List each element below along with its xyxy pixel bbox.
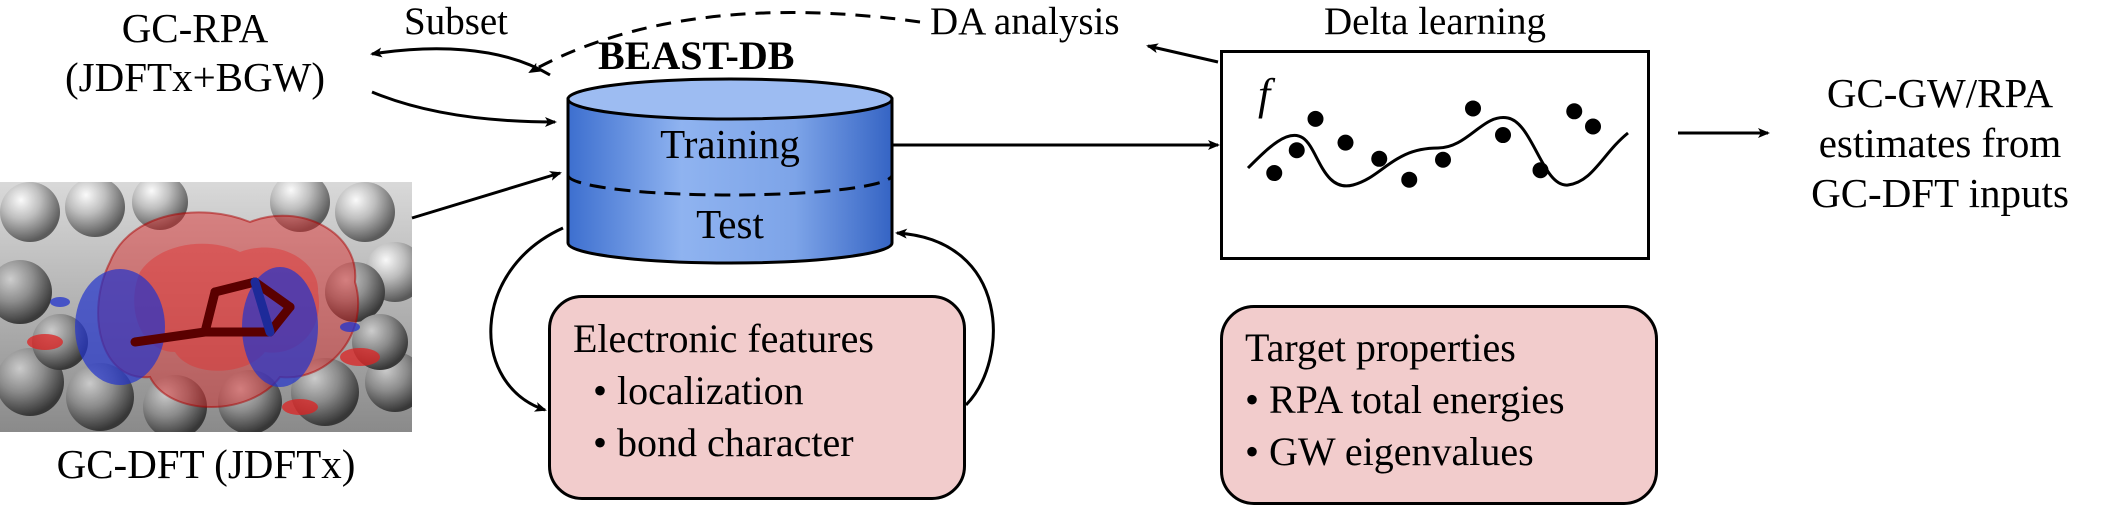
electronic-features-title: Electronic features xyxy=(573,316,874,361)
data-point xyxy=(1371,150,1388,167)
molecule-render xyxy=(0,182,412,432)
test-label: Test xyxy=(696,201,764,247)
electronic-features-box: Electronic features • localization • bon… xyxy=(548,295,966,500)
target-properties-title: Target properties xyxy=(1245,325,1516,370)
molecule-render-image xyxy=(0,182,412,432)
output-line2: estimates from xyxy=(1818,120,2062,166)
data-point xyxy=(1288,142,1305,159)
fit-plot xyxy=(1246,100,1629,188)
gc-dft-label: GC-DFT (JDFTx) xyxy=(56,441,356,487)
data-point xyxy=(1435,151,1451,168)
output-line1: GC-GW/RPA xyxy=(1826,70,2054,116)
data-point xyxy=(1585,118,1601,135)
data-point xyxy=(1401,171,1418,188)
gc-rpa-label: GC-RPA (JDFTx+BGW) xyxy=(40,8,350,98)
output-line3: GC-DFT inputs xyxy=(1811,170,2069,216)
data-point xyxy=(1532,162,1549,179)
gc-dft-to-db-arrow xyxy=(411,171,562,220)
delta-to-da-arrow xyxy=(1146,43,1219,64)
subset-label: Subset xyxy=(404,0,509,43)
target-gw-eigenvalues: • GW eigenvalues xyxy=(1245,429,1534,474)
data-point xyxy=(1266,165,1283,182)
target-rpa-energies: • RPA total energies xyxy=(1245,377,1565,422)
gc-rpa-line2: (JDFTx+BGW) xyxy=(65,54,325,100)
delta-learning-title: Delta learning xyxy=(1324,0,1546,43)
gc-rpa-line1: GC-RPA xyxy=(121,5,269,51)
output-label: GC-GW/RPA estimates from GC-DFT inputs xyxy=(1780,68,2100,218)
data-point xyxy=(1495,127,1511,144)
function-symbol: f xyxy=(1258,70,1271,119)
training-label: Training xyxy=(660,121,800,167)
data-point xyxy=(1465,100,1481,117)
data-point xyxy=(1566,103,1583,120)
database-title: BEAST-DB xyxy=(598,33,795,78)
delta-learning-box: f xyxy=(1220,50,1650,260)
da-analysis-label: DA analysis xyxy=(930,0,1120,43)
gc-rpa-to-db-arrow xyxy=(371,90,557,127)
feature-bond-character: • bond character xyxy=(593,420,854,465)
feature-localization: • localization xyxy=(593,368,804,413)
database-cylinder xyxy=(566,77,894,265)
target-properties-box: Target properties • RPA total energies •… xyxy=(1220,305,1658,505)
data-point xyxy=(1307,110,1324,127)
subset-arrow xyxy=(370,47,551,77)
data-point xyxy=(1337,134,1354,151)
